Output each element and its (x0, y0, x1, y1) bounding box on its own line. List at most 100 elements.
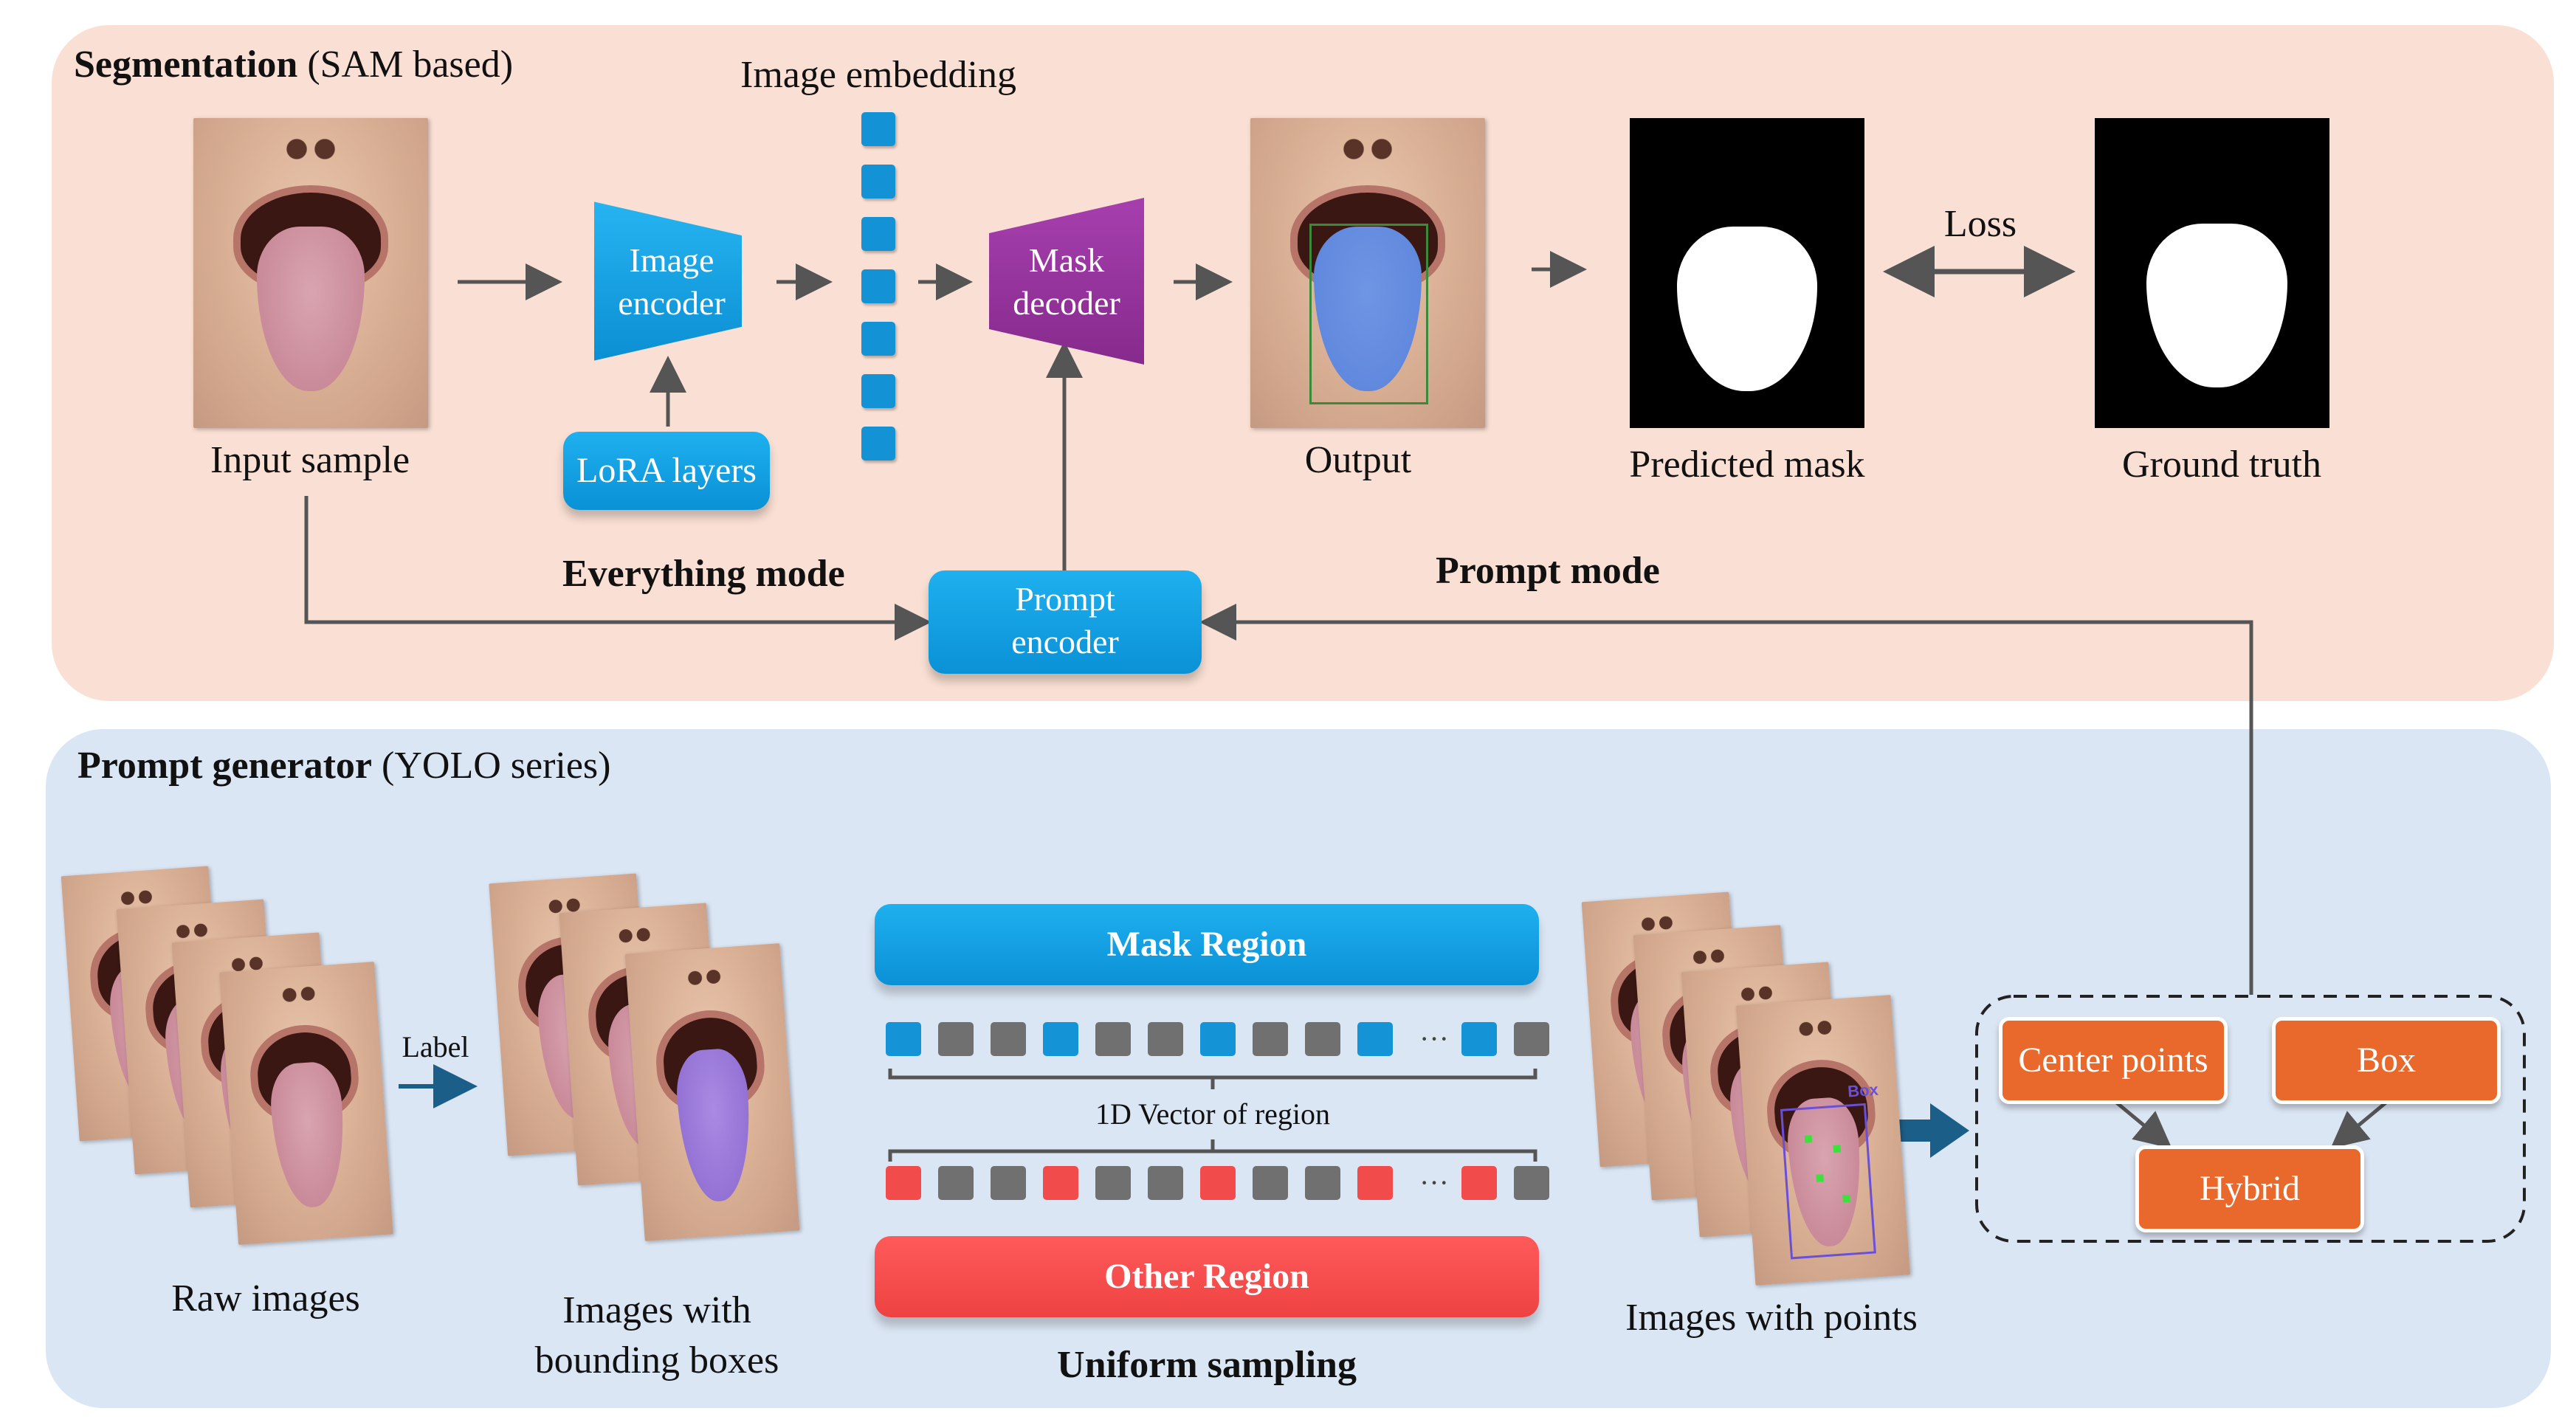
segmentation-title-rest: (SAM based) (297, 44, 514, 86)
mask-region-bar: Mask Region (875, 904, 1539, 985)
bbox-caption-line2: bounding boxes (534, 1339, 779, 1382)
segmentation-title: Segmentation (SAM based) (74, 43, 513, 86)
mask-vector-blue-cell (886, 1022, 921, 1056)
prompt-mode-label: Prompt mode (1436, 550, 1660, 592)
input-sample-caption: Input sample (210, 439, 410, 481)
ellipsis: ··· (1419, 1022, 1449, 1055)
mask-vector-blue-cell (1461, 1022, 1497, 1056)
bbox-images-stack (489, 873, 808, 1262)
other-vector-red-cell (886, 1166, 921, 1200)
output-bounding-box (1309, 223, 1429, 405)
prompt-generator-title-rest: (YOLO series) (372, 745, 611, 787)
thick-arrow-to-prompt-types (1897, 1103, 1969, 1158)
other-region-bar: Other Region (875, 1236, 1539, 1317)
output-caption: Output (1304, 439, 1412, 481)
hybrid-box: Hybrid (2135, 1145, 2364, 1232)
input-sample-image (193, 118, 428, 428)
predicted-mask-image (1630, 118, 1864, 428)
predicted-mask-caption: Predicted mask (1629, 444, 1865, 486)
everything-mode-label: Everything mode (562, 553, 845, 595)
mask-vector-blue-cell (1043, 1022, 1078, 1056)
image-embedding-label: Image embedding (740, 54, 1016, 96)
mask-vector-gray-cell (1305, 1022, 1340, 1056)
segmentation-title-bold: Segmentation (74, 44, 298, 86)
points-image-annotated: Box (1736, 995, 1910, 1286)
mask-decoder-label-line1: Mask (1028, 241, 1105, 279)
embedding-cell (861, 269, 895, 303)
mask-decoder: Mask decoder (989, 198, 1144, 365)
center-point (1816, 1173, 1825, 1182)
bbox-caption-line1: Images with (562, 1289, 751, 1331)
mask-vector-blue-cell (1200, 1022, 1236, 1056)
mask-vector-gray-cell (1514, 1022, 1549, 1056)
box-tag: Box (1847, 1080, 1879, 1101)
other-vector-gray-cell (1514, 1166, 1549, 1200)
ground-truth-blob (2146, 223, 2287, 388)
mask-vector-gray-cell (1148, 1022, 1183, 1056)
points-images-stack: Box (1581, 891, 1915, 1286)
other-vector-red-cell (1043, 1166, 1078, 1200)
mask-row-bracket (888, 1069, 1537, 1089)
embedding-cell (861, 112, 895, 146)
prompt-encoder-line2: encoder (1011, 623, 1119, 660)
other-vector-gray-cell (1095, 1166, 1131, 1200)
mask-decoder-label: Mask decoder (989, 239, 1144, 325)
raw-images-stack (61, 866, 402, 1245)
image-encoder-shape (594, 201, 742, 361)
arrow-input-to-prompt-encoder (304, 496, 931, 641)
other-vector-gray-cell (1253, 1166, 1288, 1200)
tongue (256, 227, 365, 391)
other-vector-gray-cell (1148, 1166, 1183, 1200)
image-encoder-label-line2: encoder (618, 284, 726, 322)
image-embedding-stack (861, 112, 895, 461)
center-point (1804, 1135, 1813, 1144)
ellipsis: ··· (1419, 1166, 1449, 1199)
center-points-box: Center points (1999, 1017, 2228, 1104)
other-vector-red-cell (1357, 1166, 1393, 1200)
prompt-generator-title-bold: Prompt generator (78, 745, 373, 787)
other-vector-gray-cell (938, 1166, 974, 1200)
mask-vector-gray-cell (938, 1022, 974, 1056)
vector-label: 1D Vector of region (1095, 1097, 1331, 1131)
raw-images-caption: Raw images (171, 1277, 360, 1320)
prompt-types-dashed-box (1975, 995, 2526, 1243)
mask-vector-gray-cell (1095, 1022, 1131, 1056)
prompt-generator-title: Prompt generator (YOLO series) (78, 744, 610, 787)
image-encoder-label: Image encoder (594, 239, 749, 325)
image-encoder-label-line1: Image (629, 241, 714, 279)
arrow-box-to-hybrid (2330, 1100, 2389, 1149)
embedding-cell (861, 217, 895, 251)
other-row-bracket (888, 1139, 1537, 1162)
image-encoder: Image encoder (594, 198, 749, 365)
uniform-sampling-label: Uniform sampling (1057, 1344, 1357, 1386)
label-text: Label (402, 1030, 469, 1063)
other-vector-gray-cell (991, 1166, 1026, 1200)
embedding-cell (861, 374, 895, 408)
other-vector-red-cell (1200, 1166, 1236, 1200)
mask-vector-blue-cell (1357, 1022, 1393, 1056)
output-image (1250, 118, 1485, 428)
embedding-cell (861, 322, 895, 356)
prompt-encoder-line1: Prompt (1015, 580, 1115, 618)
embedding-cell (861, 165, 895, 199)
mask-vector-gray-cell (1253, 1022, 1288, 1056)
lora-layers-box: LoRA layers (563, 432, 770, 510)
tongue (267, 1060, 349, 1210)
mask-decoder-label-line2: decoder (1013, 284, 1120, 322)
points-images-caption: Images with points (1625, 1297, 1918, 1339)
prompt-encoder-box: Prompt encoder (929, 570, 1202, 674)
embedding-cell (861, 427, 895, 461)
other-vector-gray-cell (1305, 1166, 1340, 1200)
ground-truth-caption: Ground truth (2121, 444, 2322, 486)
tongue-box-annotation (1780, 1103, 1876, 1260)
other-vector-red-cell (1461, 1166, 1497, 1200)
bbox-image-annotated (624, 943, 800, 1241)
raw-image (219, 962, 393, 1245)
arrow-center-to-hybrid (2113, 1100, 2172, 1149)
loss-label: Loss (1943, 203, 2017, 245)
bbox-images-caption: Images with bounding boxes (483, 1286, 830, 1386)
predicted-mask-blob (1676, 227, 1818, 391)
mask-vector-gray-cell (991, 1022, 1026, 1056)
center-point (1842, 1194, 1850, 1203)
